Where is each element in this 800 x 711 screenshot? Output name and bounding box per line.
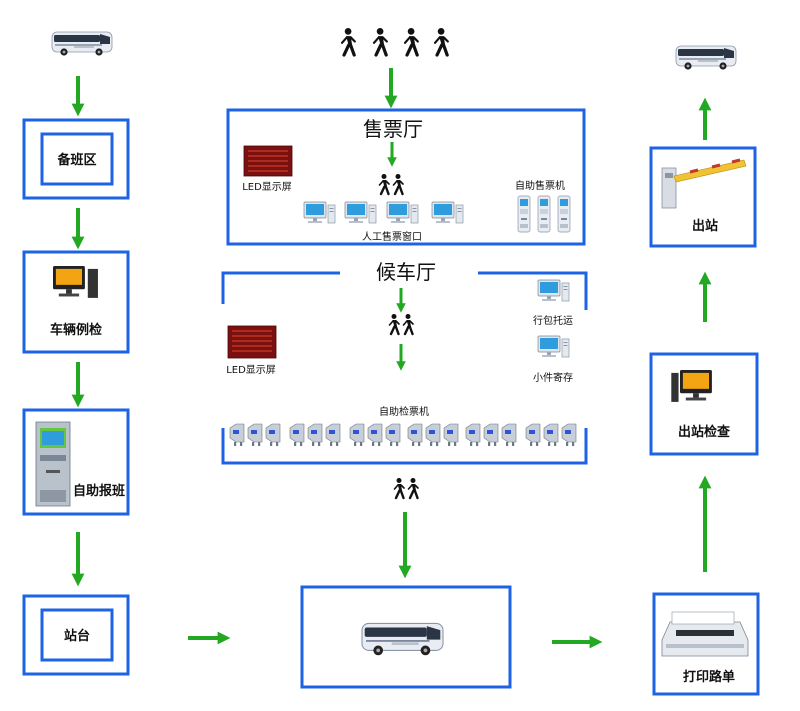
- platform-label: 站台: [64, 628, 90, 644]
- departure-bus-icon: [361, 622, 444, 657]
- baggage-label: 行包托运: [533, 314, 573, 327]
- computer-icon: [53, 266, 98, 298]
- waiting-led-label: LED显示屏: [226, 364, 276, 376]
- led-display-icon: [243, 145, 293, 177]
- ticket-led-label: LED显示屏: [242, 181, 292, 193]
- storage-label: 小件寄存: [533, 371, 573, 384]
- turnstile-gates-icon: [229, 423, 577, 447]
- left-flow-arrows: [71, 76, 231, 645]
- report-kiosk-icon: [35, 421, 71, 507]
- ticket-window-computers-icon: [303, 201, 464, 224]
- exit-box[interactable]: 出站: [649, 146, 757, 248]
- print-waybill-box[interactable]: 打印路单: [652, 592, 760, 696]
- self-check-gate-label: 自助检票机: [379, 405, 429, 418]
- self-ticket-machine-label: 自助售票机: [515, 179, 565, 192]
- ticket-hall-box[interactable]: 售票厅 LED显示屏 人工售票窗口 自助售票机: [226, 108, 586, 246]
- print-waybill-label: 打印路单: [683, 669, 735, 685]
- waiting-hall-box[interactable]: 候车厅 LED显示屏 行包托运 小件寄存 自助检票机: [221, 260, 588, 465]
- vehicle-inspection-box[interactable]: 车辆例检: [22, 250, 130, 354]
- ticket-window-label: 人工售票窗口: [362, 230, 422, 243]
- self-report-box[interactable]: 自助报班: [22, 408, 130, 516]
- ticket-hall-title: 售票厅: [363, 117, 423, 141]
- departure-bus-box[interactable]: [300, 585, 512, 689]
- after-gate-walkers-icon: [393, 476, 420, 500]
- waiting-hall-walkers-icon: [388, 312, 415, 336]
- top-passengers-icon: [340, 26, 450, 57]
- self-report-label: 自助报班: [73, 483, 125, 499]
- platform-box[interactable]: 站台: [22, 594, 130, 676]
- waiting-hall-title: 候车厅: [376, 260, 436, 284]
- top-left-bus-icon: [51, 31, 113, 57]
- self-ticket-kiosk-icon: [517, 195, 571, 233]
- barrier-gate-icon: [661, 158, 747, 209]
- waiting-led-display-icon: [227, 325, 277, 359]
- standby-area-box[interactable]: 备班区: [22, 118, 130, 200]
- baggage-computer-icon: [537, 279, 570, 302]
- exit-check-computer-icon: [671, 370, 712, 402]
- ticket-hall-walkers-icon: [378, 172, 405, 196]
- standby-area-label: 备班区: [56, 152, 96, 168]
- exit-check-box[interactable]: 出站检查: [649, 352, 759, 456]
- exit-check-label: 出站检查: [678, 424, 731, 440]
- top-right-bus-icon: [675, 45, 737, 71]
- vehicle-inspection-label: 车辆例检: [50, 322, 102, 338]
- storage-computer-icon: [537, 335, 570, 358]
- printer-icon: [661, 611, 749, 657]
- exit-label: 出站: [692, 218, 718, 234]
